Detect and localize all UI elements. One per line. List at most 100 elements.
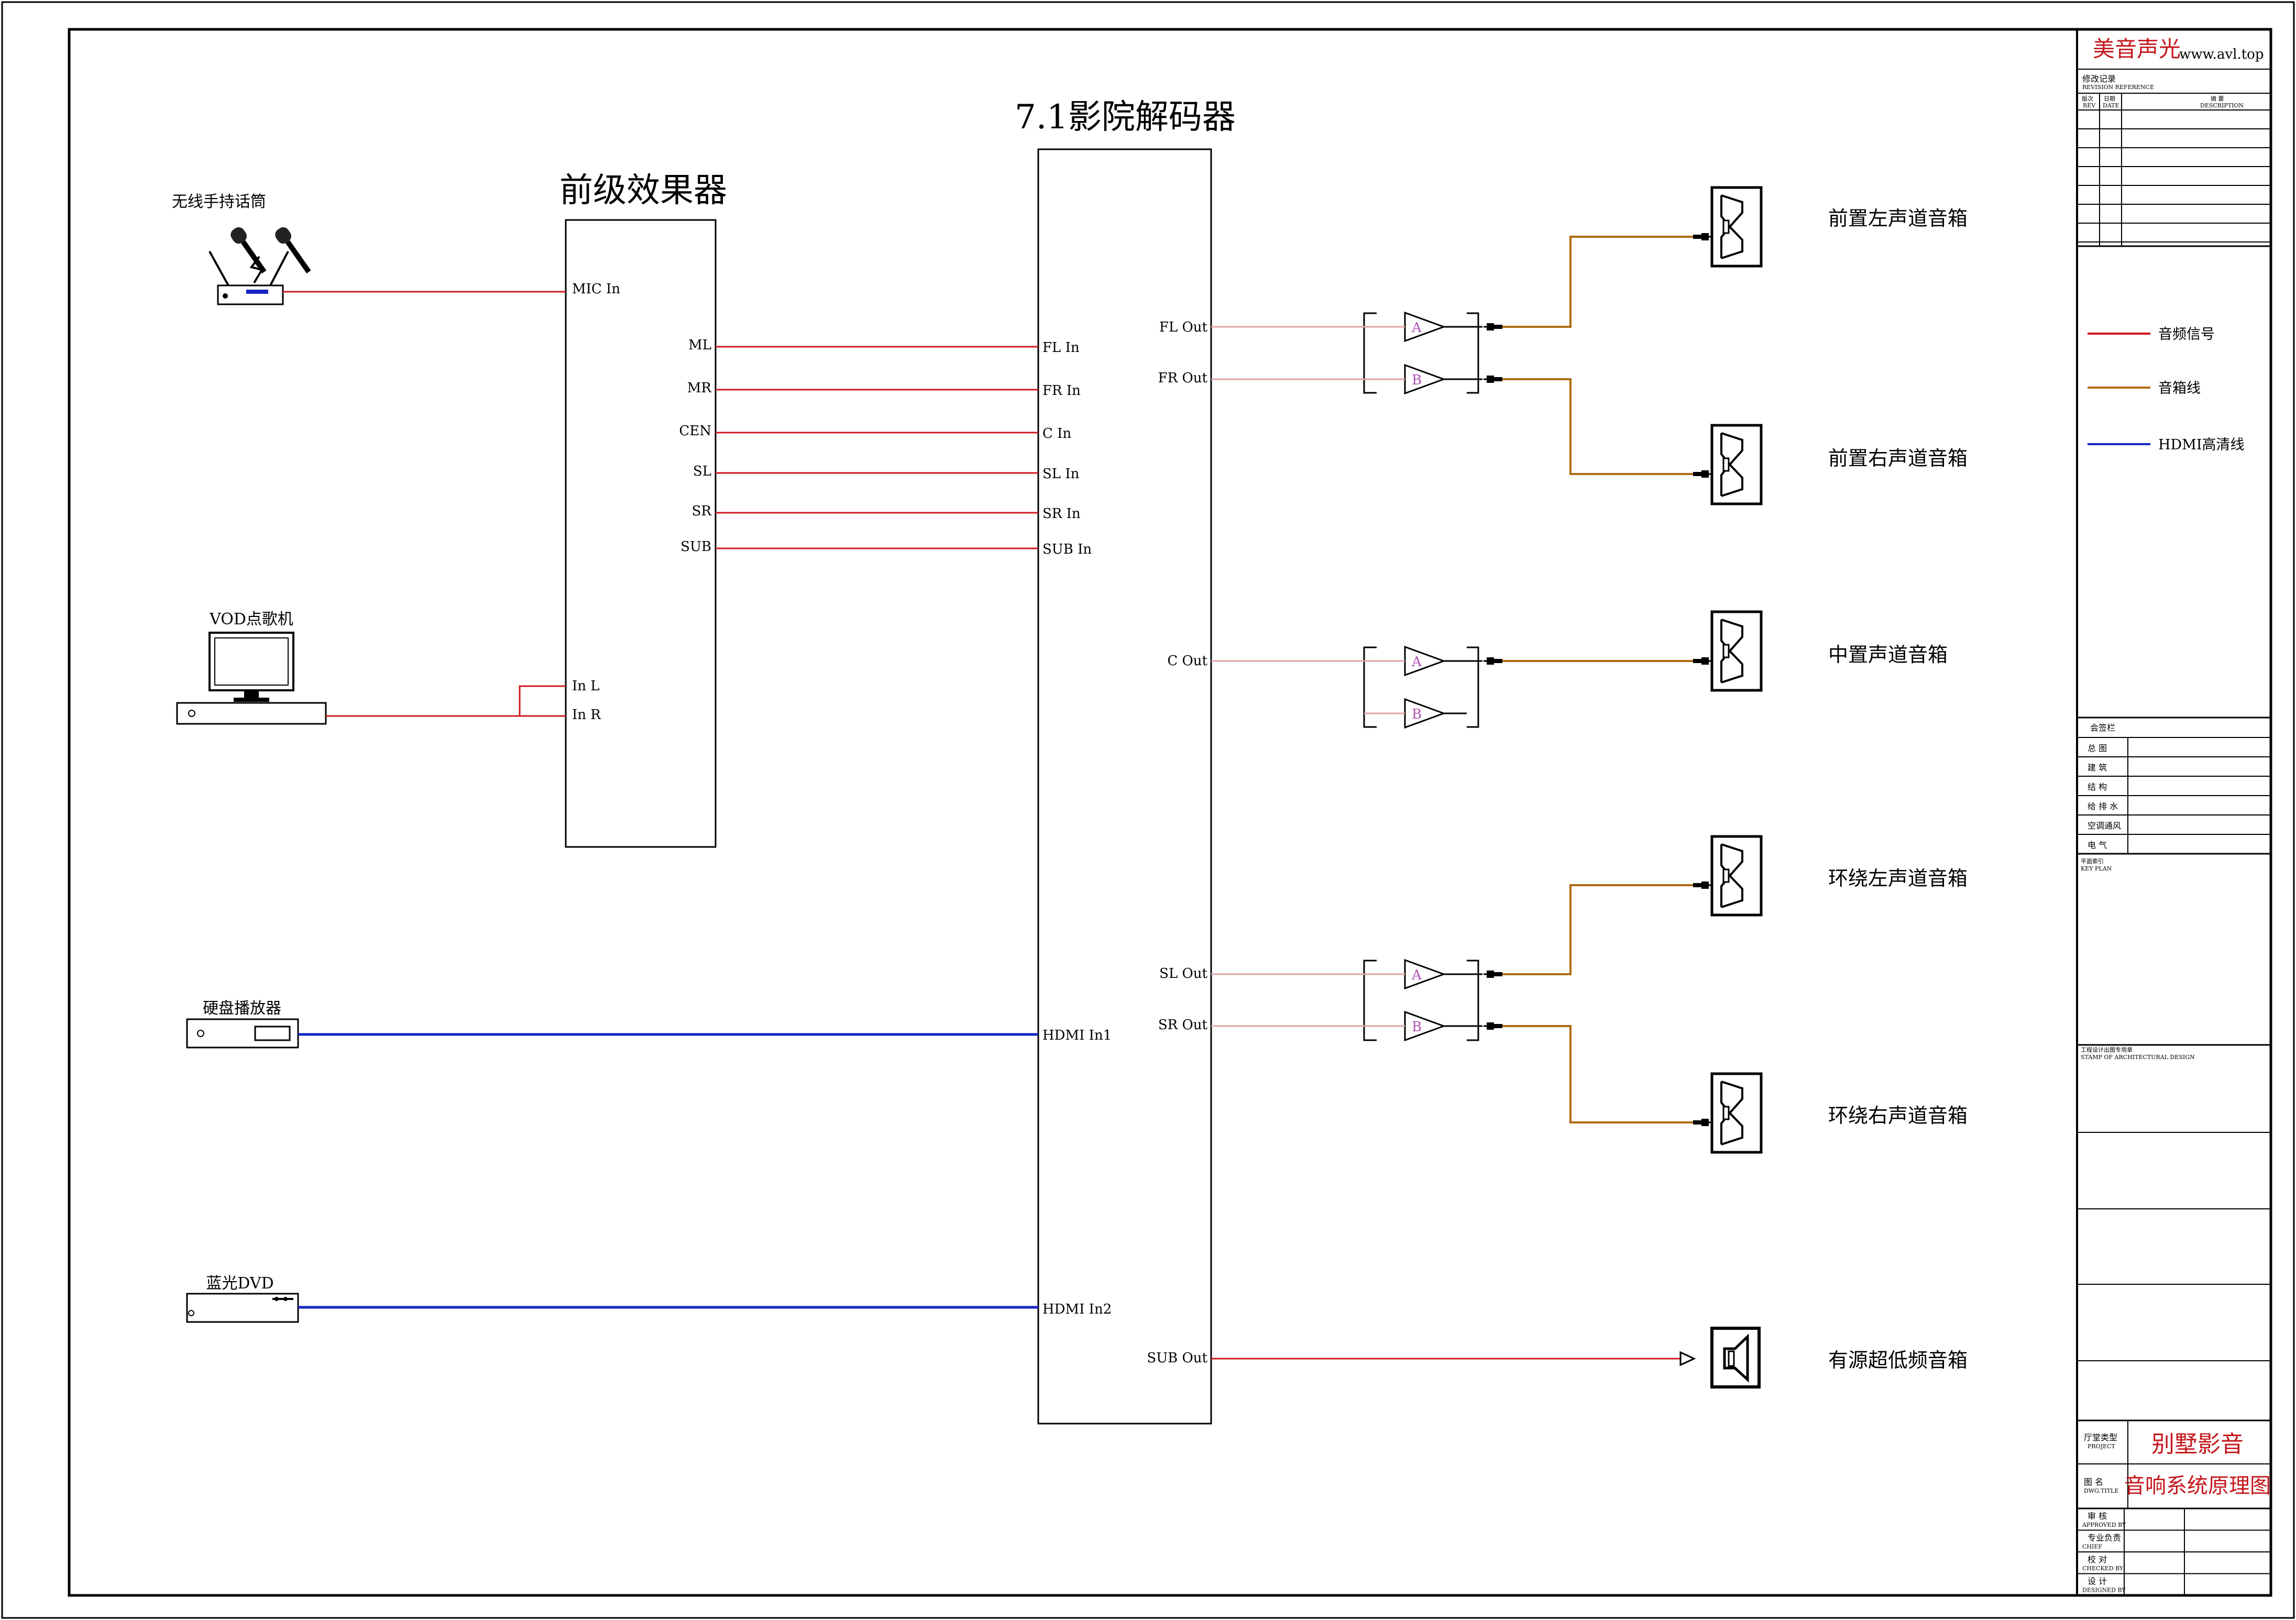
wireless-mic-device: 无线手持话筒 — [172, 193, 311, 305]
mic-icon — [208, 227, 311, 305]
approval-label: 专业负责 — [2088, 1533, 2121, 1543]
project-value: 别墅影音 — [2151, 1431, 2244, 1458]
legend-label: 音箱线 — [2158, 380, 2201, 396]
svg-text:REV: REV — [2083, 102, 2096, 109]
signoff-row-label: 结 构 — [2088, 782, 2107, 792]
decoder-in-port: FR In — [1042, 383, 1081, 399]
svg-text:DATE: DATE — [2103, 102, 2119, 109]
project-label: 厅堂类型 — [2084, 1432, 2117, 1442]
signoff-row-label: 电 气 — [2088, 840, 2107, 850]
cable-surround-right — [1502, 1025, 1693, 1123]
dvd-label: 蓝光DVD — [206, 1274, 273, 1293]
vod-player-device: VOD点歌机 — [176, 610, 327, 725]
speaker-front-right-label: 前置右声道音箱 — [1828, 447, 1968, 470]
svg-text:REVISION REFERENCE: REVISION REFERENCE — [2082, 84, 2154, 91]
stamp-label: 工程设计出图专用章 — [2081, 1046, 2133, 1053]
speaker-surround-left: 环绕左声道音箱 — [1712, 836, 1968, 915]
svg-text:APPROVED BY: APPROVED BY — [2082, 1522, 2126, 1528]
amp-front-pair: A B — [1363, 312, 1482, 394]
speaker-icon — [1712, 1074, 1761, 1152]
approval-label: 设 计 — [2088, 1577, 2107, 1586]
mic-label: 无线手持话筒 — [172, 193, 266, 211]
preamp-to-decoder-wires — [716, 346, 1038, 549]
preamp-box — [565, 219, 717, 848]
approval-label: 审 核 — [2088, 1511, 2107, 1521]
decoder-in-port: SUB In — [1042, 542, 1092, 557]
brand-name: 美音声光 — [2093, 36, 2181, 62]
monitor-icon — [176, 632, 327, 725]
svg-text:DESIGNED BY: DESIGNED BY — [2082, 1587, 2126, 1594]
sub-input-arrow — [1679, 1351, 1696, 1366]
decoder-in-port: SR In — [1042, 506, 1081, 522]
port-mic-in: MIC In — [572, 281, 620, 297]
amp-surround-pair: A B — [1363, 959, 1482, 1041]
preamp-out-port: SL — [693, 464, 711, 479]
amp-center-pair: A B — [1363, 646, 1482, 729]
dwg-title-label: 图 名 — [2084, 1477, 2103, 1487]
cable-surround-left — [1502, 884, 1693, 975]
port-c-out: C Out — [1167, 653, 1207, 669]
svg-text:日期: 日期 — [2104, 95, 2115, 102]
decoder-box — [1037, 148, 1212, 1425]
speaker-surround-right-label: 环绕右声道音箱 — [1828, 1104, 1968, 1127]
preamp-out-port: CEN — [679, 423, 711, 439]
amp-center-a-label: A — [1411, 654, 1422, 670]
port-sr-out: SR Out — [1158, 1017, 1208, 1033]
wire-in-l — [519, 685, 566, 716]
revision-label: 修改记录 — [2082, 74, 2116, 84]
svg-text:DESCRIPTION: DESCRIPTION — [2200, 102, 2244, 109]
signoff-row-label: 给 排 水 — [2088, 801, 2118, 811]
speaker-surround-left-label: 环绕左声道音箱 — [1828, 867, 1968, 890]
amp-surround-a-label: A — [1411, 967, 1422, 983]
speaker-icon — [1712, 836, 1761, 915]
speaker-center: 中置声道音箱 — [1712, 612, 1948, 690]
amp-center-b-label: B — [1412, 707, 1422, 722]
port-hdmi-in2: HDMI In2 — [1042, 1302, 1112, 1317]
preamp-out-port: SR — [692, 503, 712, 519]
signoff-row-label: 空调通风 — [2088, 821, 2121, 831]
signoff-head: 会签栏 — [2090, 723, 2115, 733]
brand-url: www.avl.top — [2179, 47, 2264, 62]
amp-front-b-label: B — [1412, 372, 1422, 388]
svg-text:摘 要: 摘 要 — [2211, 95, 2224, 102]
legend-label: HDMI高清线 — [2158, 437, 2245, 453]
cable-front-right — [1502, 378, 1693, 475]
svg-text:KEY PLAN: KEY PLAN — [2081, 865, 2112, 872]
port-fl-out: FL Out — [1159, 319, 1208, 335]
key-plan-label: 平面索引 — [2081, 857, 2104, 865]
svg-text:CHECKED BY: CHECKED BY — [2082, 1565, 2124, 1572]
svg-text:版次: 版次 — [2082, 95, 2093, 102]
svg-text:DWG.TITLE: DWG.TITLE — [2084, 1487, 2118, 1494]
port-fr-out: FR Out — [1158, 370, 1208, 386]
approval-label: 校 对 — [2088, 1555, 2107, 1564]
speaker-subwoofer: 有源超低频音箱 — [1710, 1327, 1968, 1388]
speaker-center-label: 中置声道音箱 — [1828, 643, 1948, 666]
speaker-front-left-label: 前置左声道音箱 — [1828, 207, 1968, 230]
bluray-dvd-device: 蓝光DVD — [186, 1274, 299, 1323]
preamp-out-port: SUB — [680, 539, 711, 555]
decoder-title: 7.1影院解码器 — [1015, 98, 1236, 137]
speaker-surround-right: 环绕右声道音箱 — [1712, 1074, 1968, 1152]
svg-text:PROJECT: PROJECT — [2088, 1443, 2116, 1450]
speaker-front-right: 前置右声道音箱 — [1712, 425, 1968, 504]
amp-surround-b-label: B — [1412, 1019, 1422, 1035]
vod-label: VOD点歌机 — [209, 610, 293, 629]
preamp-title: 前级效果器 — [559, 171, 727, 210]
speaker-subwoofer-label: 有源超低频音箱 — [1828, 1349, 1968, 1372]
hdd-player-device: 硬盘播放器 — [186, 999, 299, 1049]
port-hdmi-in1: HDMI In1 — [1042, 1028, 1112, 1043]
port-in-r: In R — [572, 707, 601, 723]
svg-text:STAMP OF ARCHITECTURAL DESIGN: STAMP OF ARCHITECTURAL DESIGN — [2081, 1054, 2195, 1061]
svg-text:CHIEF: CHIEF — [2082, 1544, 2102, 1550]
preamp-out-port: MR — [687, 380, 712, 396]
port-sub-out: SUB Out — [1147, 1350, 1207, 1366]
cable-front-left — [1502, 236, 1693, 328]
port-sl-out: SL Out — [1159, 966, 1207, 982]
speaker-icon — [1712, 188, 1761, 266]
speaker-icon — [1712, 612, 1761, 690]
